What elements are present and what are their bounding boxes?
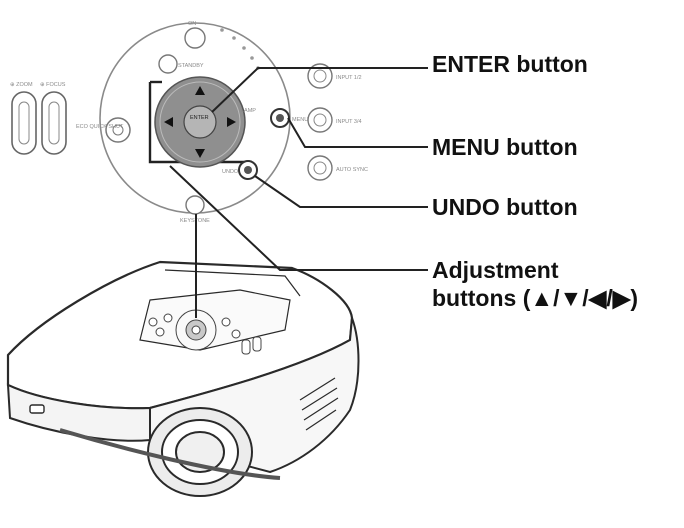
focus-label: ⊕ FOCUS	[40, 82, 66, 88]
auto-sync-button	[307, 155, 333, 181]
zoom-label: ⊕ ZOOM	[10, 82, 33, 88]
mini-control-panel	[148, 309, 262, 355]
enter-small-label: ENTER	[190, 115, 209, 121]
input-1-2-label: INPUT 1/2	[336, 75, 362, 81]
lamp-label: LAMP	[241, 108, 256, 114]
input-1-2-button	[307, 63, 333, 89]
undo-leader-line	[254, 175, 428, 208]
menu-leader-line	[287, 117, 428, 148]
down-arrow-icon	[195, 149, 205, 158]
undo-button-callout: UNDO button	[432, 194, 578, 220]
menu-button-callout: MENU button	[432, 134, 578, 160]
adjustment-callout-line1: Adjustment	[432, 257, 559, 283]
input-3-4-button	[307, 107, 333, 133]
standby-label: STANDBY	[178, 63, 204, 69]
right-arrow-icon	[227, 117, 236, 127]
input-3-4-label: INPUT 3/4	[336, 119, 362, 125]
focus-slider	[41, 91, 67, 155]
zoom-slider	[11, 91, 37, 155]
on-label: ON	[188, 21, 196, 27]
enter-leader-line	[211, 67, 428, 113]
power-on-button	[184, 27, 206, 49]
enter-button-callout: ENTER button	[432, 51, 588, 77]
standby-button	[158, 54, 178, 74]
adjust-leader-line	[169, 165, 428, 271]
adjustment-callout-line2: buttons (▲/▼/◀/▶)	[432, 285, 639, 311]
menu-small-label: MENU	[292, 117, 308, 123]
undo-small-label: UNDO	[222, 169, 239, 175]
up-arrow-icon	[195, 86, 205, 95]
keystone-button	[185, 195, 205, 215]
projector	[6, 260, 360, 497]
left-arrow-icon	[164, 117, 173, 127]
enter-center-button	[183, 105, 217, 139]
adjustment-buttons-callout: Adjustment buttons (▲/▼/◀/▶)	[432, 256, 638, 312]
eco-label: ECO QUICK SHUT	[76, 124, 124, 130]
magnified-panel	[11, 22, 333, 215]
auto-sync-label: AUTO SYNC	[336, 167, 368, 173]
